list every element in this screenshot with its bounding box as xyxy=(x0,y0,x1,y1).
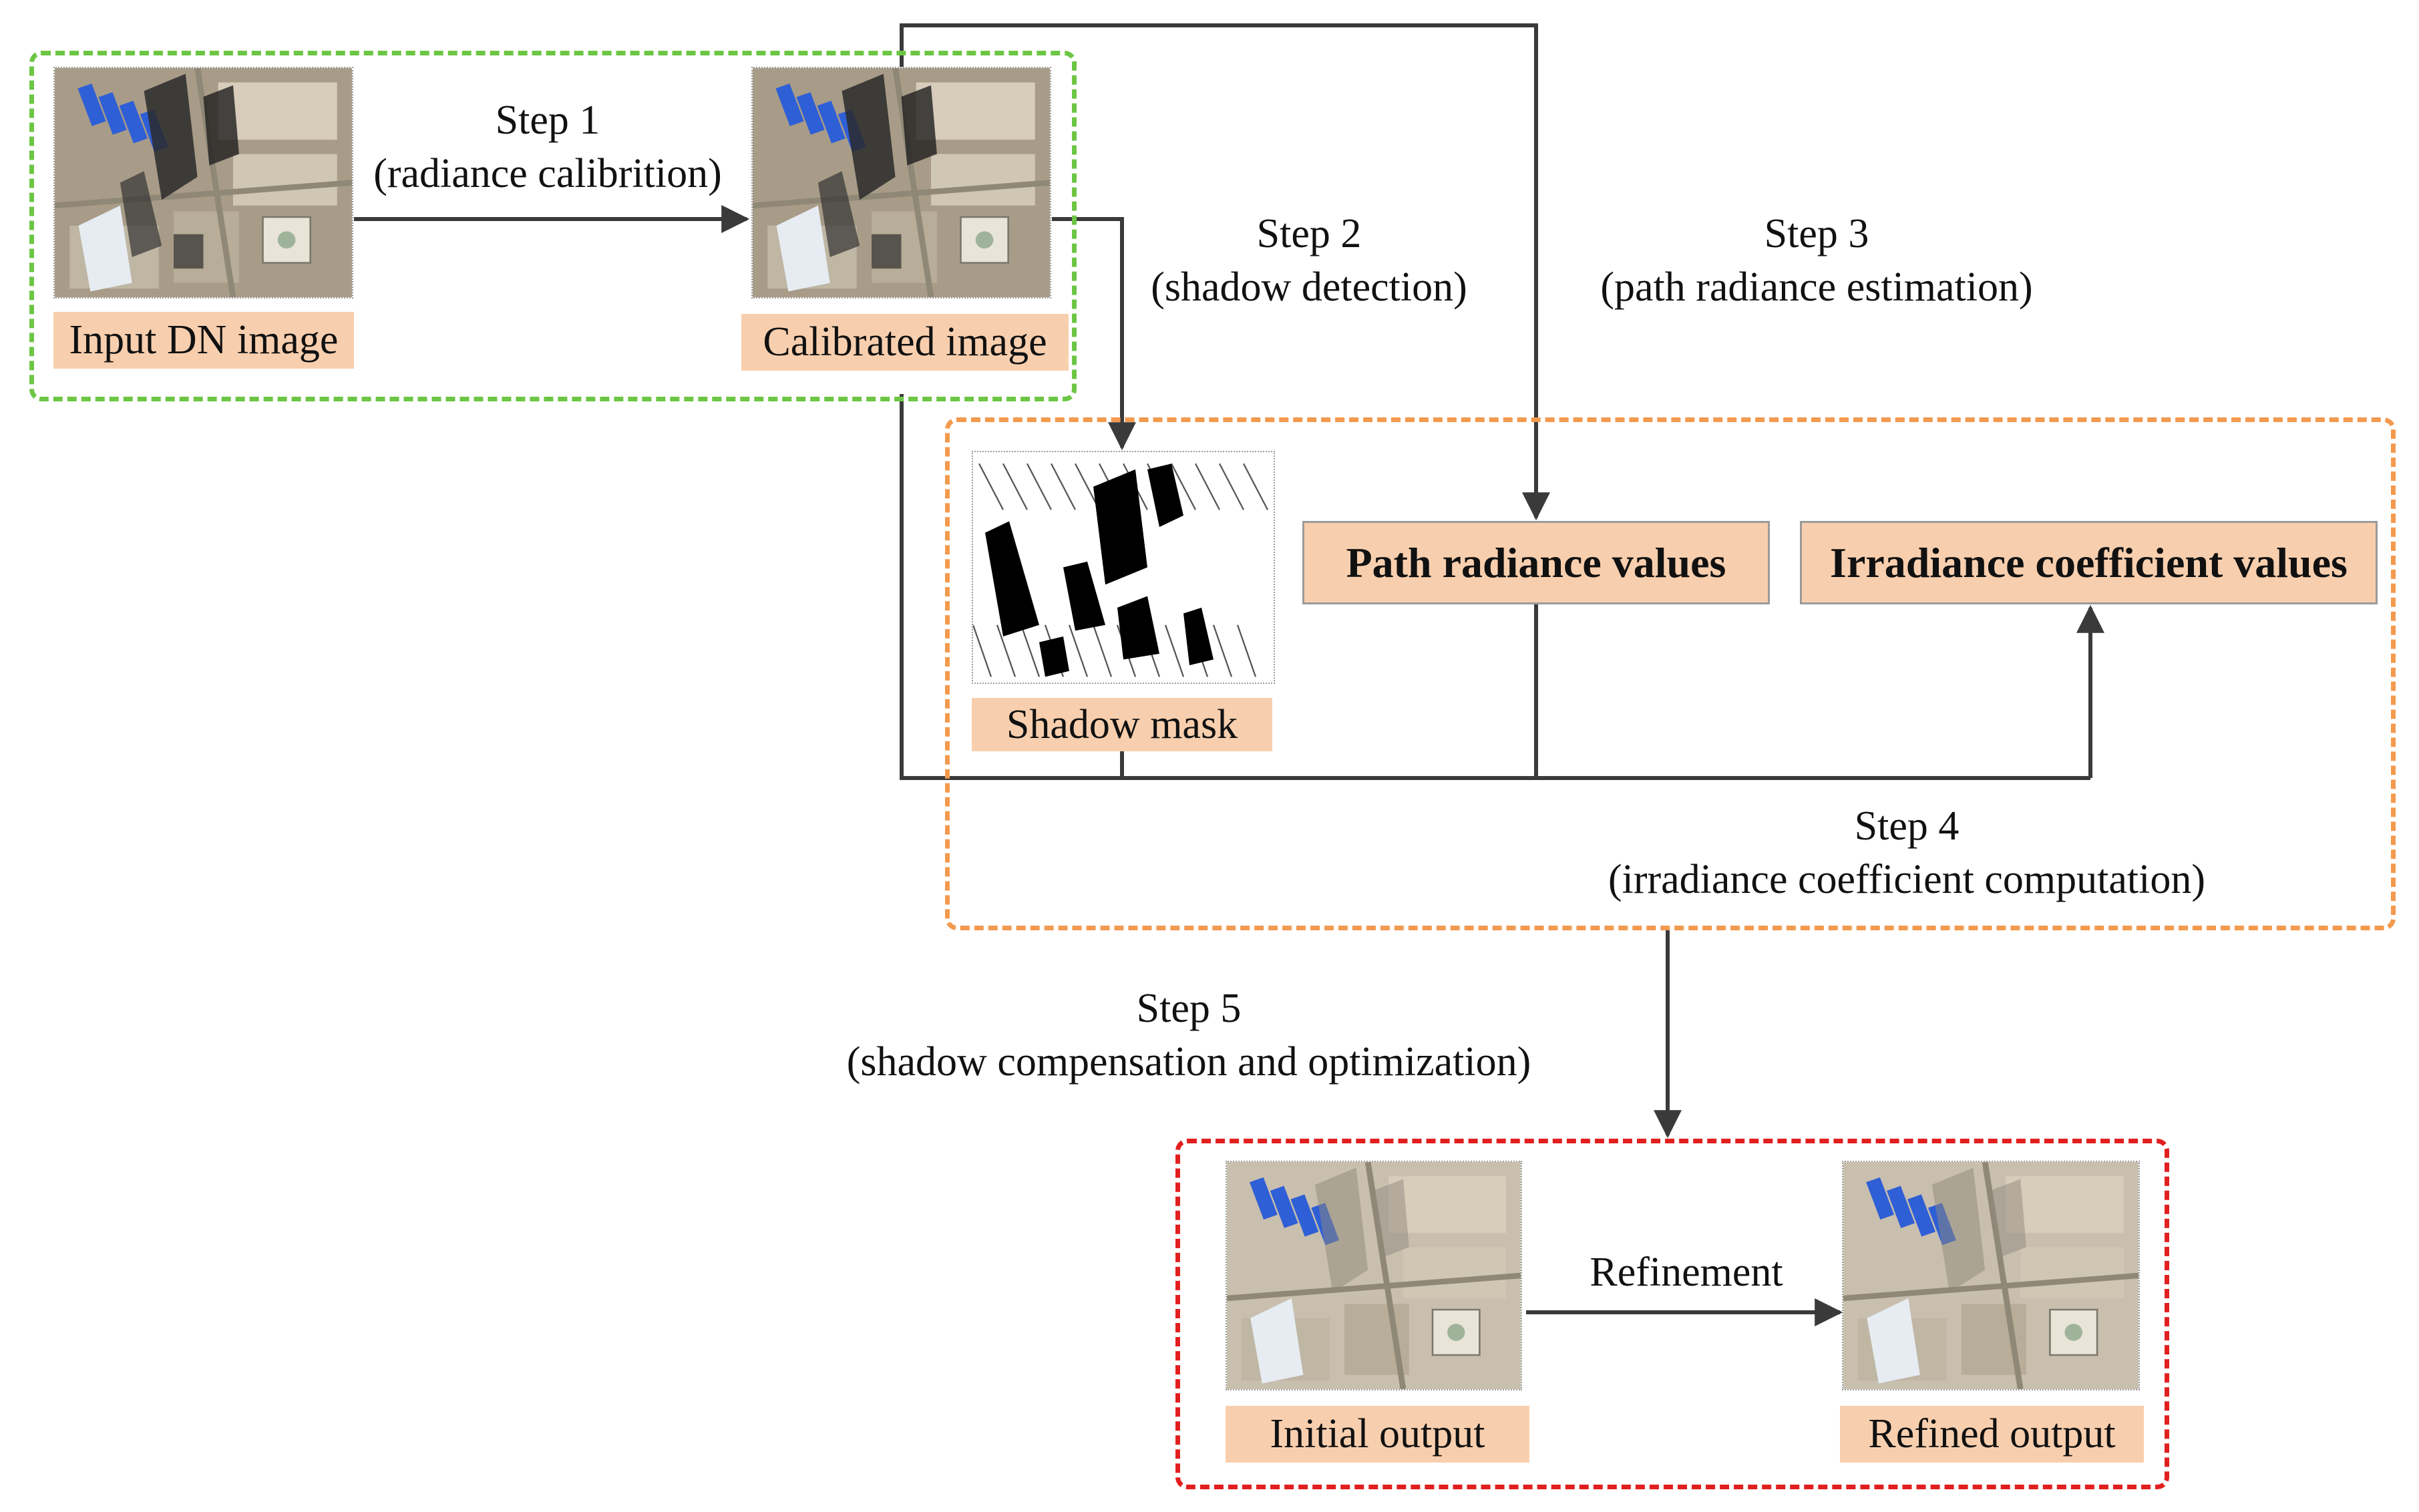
irradiance-coefficient-box: Irradiance coefficient values xyxy=(1800,521,2378,604)
refined-output-image xyxy=(1842,1161,2140,1390)
arrow-step3 xyxy=(900,23,1550,521)
step2-desc: (shadow detection) xyxy=(1151,264,1467,310)
refined-output-label: Refined output xyxy=(1840,1406,2144,1463)
step1-title: Step 1 xyxy=(495,98,600,143)
step5-desc: (shadow compensation and optimization) xyxy=(846,1039,1531,1085)
calibrated-image xyxy=(751,67,1051,299)
step1-annotation: Step 1 (radiance calibrition) xyxy=(354,93,741,200)
aerial-city-image-icon xyxy=(1227,1162,1521,1389)
step5-title: Step 5 xyxy=(1136,986,1242,1031)
input-dn-label: Input DN image xyxy=(53,312,354,369)
output-group-frame xyxy=(1175,1139,2169,1489)
step2-annotation: Step 2 (shadow detection) xyxy=(1102,207,1516,314)
shadow-mask-image xyxy=(972,451,1275,684)
initial-output-label: Initial output xyxy=(1226,1406,1529,1463)
step4-group-frame xyxy=(945,417,2396,930)
refinement-title: Refinement xyxy=(1590,1250,1783,1295)
aerial-city-image-icon xyxy=(55,68,352,297)
step3-title: Step 3 xyxy=(1764,211,1869,256)
shadow-mask-label: Shadow mask xyxy=(972,698,1272,751)
calibrated-label: Calibrated image xyxy=(741,314,1069,371)
aerial-city-image-icon xyxy=(1843,1162,2138,1389)
step1-desc: (radiance calibrition) xyxy=(373,151,722,196)
step3-desc: (path radiance estimation) xyxy=(1600,264,2033,310)
refinement-annotation: Refinement xyxy=(1529,1246,1843,1299)
line-step4-calibrated xyxy=(900,394,2090,780)
step5-annotation: Step 5 (shadow compensation and optimiza… xyxy=(788,982,1590,1089)
step4-desc: (irradiance coefficient computation) xyxy=(1608,857,2205,902)
step1-group-frame xyxy=(29,51,1077,401)
step4-title: Step 4 xyxy=(1854,803,1960,849)
binary-shadow-mask-icon xyxy=(973,452,1274,683)
step4-annotation: Step 4 (irradiance coefficient computati… xyxy=(1523,799,2291,906)
step3-annotation: Step 3 (path radiance estimation) xyxy=(1536,207,2097,314)
input-dn-image xyxy=(53,67,353,299)
initial-output-image xyxy=(1226,1161,1522,1390)
step2-title: Step 2 xyxy=(1256,211,1362,256)
path-radiance-box: Path radiance values xyxy=(1302,521,1770,604)
aerial-city-image-icon xyxy=(753,68,1050,297)
